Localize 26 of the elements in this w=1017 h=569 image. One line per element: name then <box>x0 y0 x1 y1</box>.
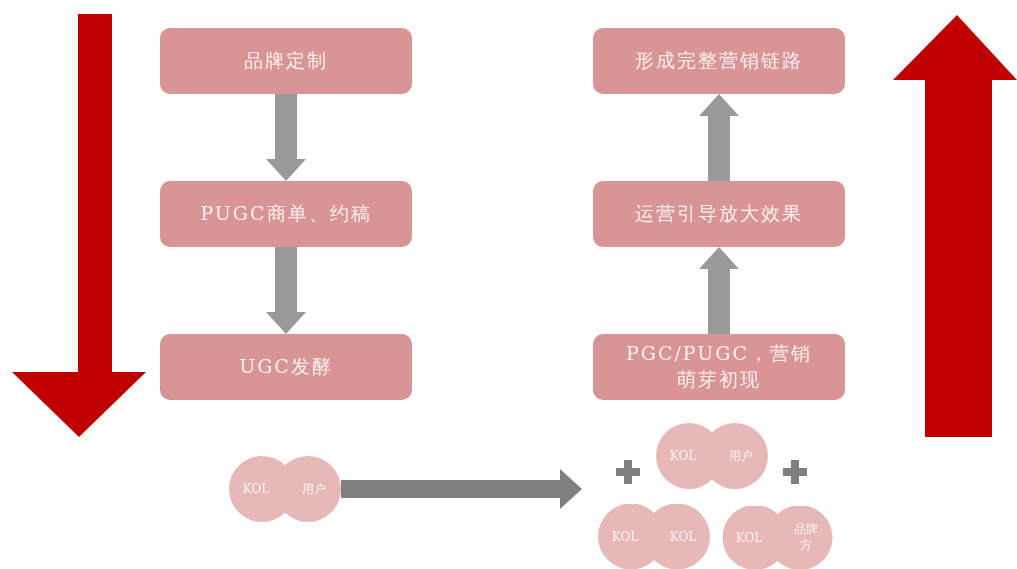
overlapping-circles <box>722 506 833 569</box>
box-label: UGC发酵 <box>239 354 333 380</box>
process-box <box>593 181 845 247</box>
process-box <box>593 28 845 94</box>
box-label: 品牌定制 <box>244 48 328 74</box>
arrow <box>699 94 739 181</box>
circle-label: KOL <box>734 529 764 546</box>
arrow <box>699 247 739 334</box>
process-box <box>160 181 412 247</box>
process-box <box>160 28 412 94</box>
box-label: 运营引导放大效果 <box>635 201 803 227</box>
overlapping-circles <box>229 456 341 522</box>
arrow <box>266 94 306 181</box>
process-box <box>160 334 412 400</box>
circle-label: KOL <box>610 528 640 545</box>
circle-label: KOL <box>668 447 698 465</box>
process-box <box>593 334 845 400</box>
arrow <box>341 469 582 509</box>
box-label: PUGC商单、约稿 <box>200 201 372 227</box>
overlapping-circles <box>656 423 768 489</box>
overlapping-circles <box>598 504 710 569</box>
circle-label: KOL <box>668 528 698 545</box>
arrow <box>266 247 306 334</box>
box-label: PGC/PUGC，营销萌芽初现 <box>624 341 814 392</box>
circle-label: KOL <box>241 480 271 498</box>
box-label: 形成完整营销链路 <box>635 48 803 74</box>
